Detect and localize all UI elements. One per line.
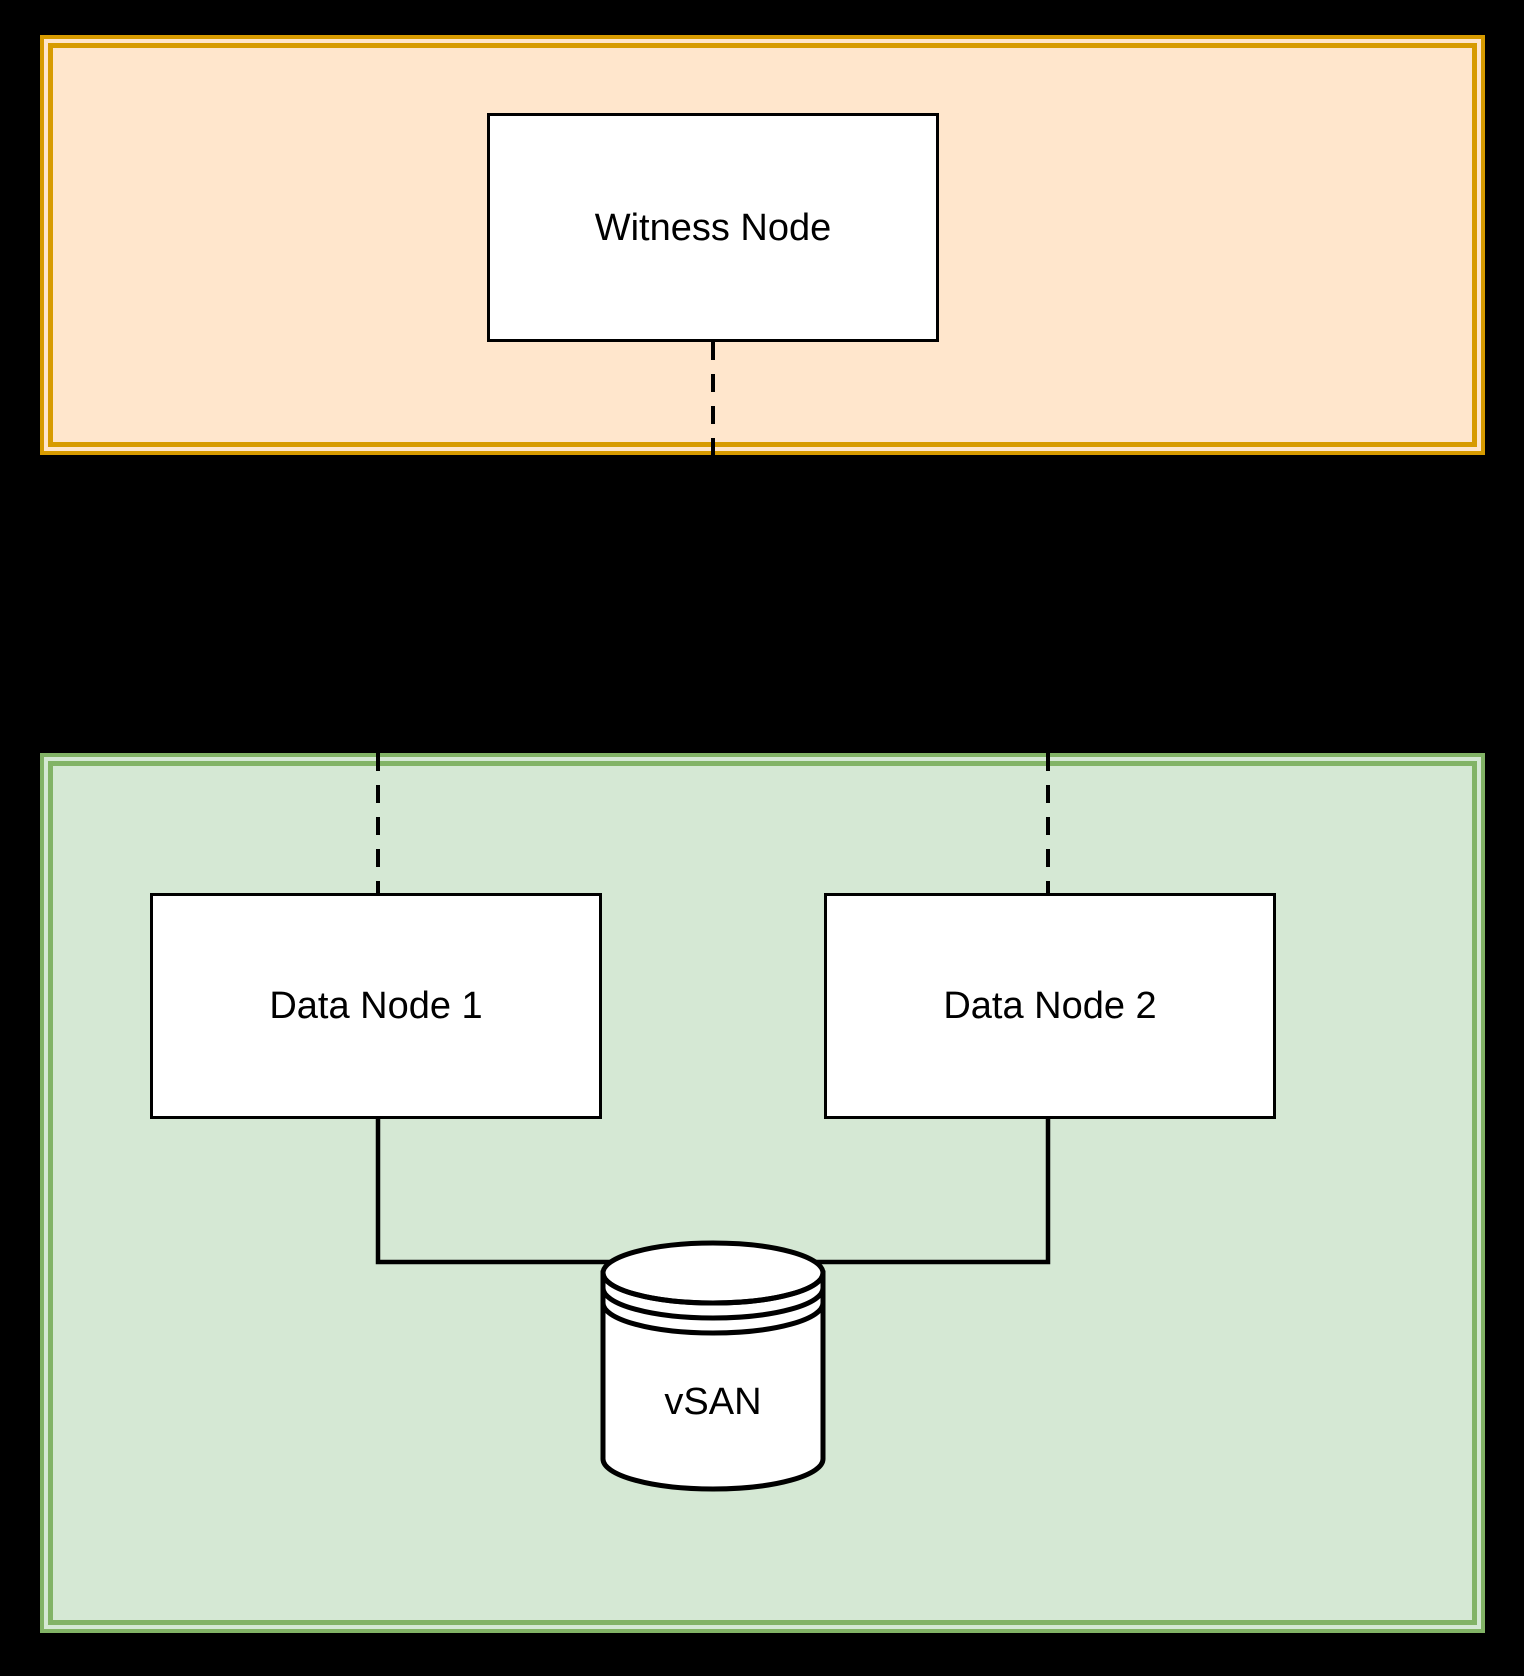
data-node-1-box[interactable]: Data Node 1	[150, 893, 602, 1119]
witness-node-box[interactable]: Witness Node	[487, 113, 939, 342]
data-node-2-label: Data Node 2	[943, 985, 1157, 1027]
vsan-datastore-label: vSAN	[664, 1381, 762, 1423]
cylinder-icon	[600, 1240, 826, 1492]
witness-node-label: Witness Node	[594, 206, 832, 249]
data-node-2-box[interactable]: Data Node 2	[824, 893, 1276, 1119]
vsan-datastore-shape[interactable]: vSAN	[600, 1240, 826, 1492]
data-node-1-label: Data Node 1	[269, 985, 483, 1027]
